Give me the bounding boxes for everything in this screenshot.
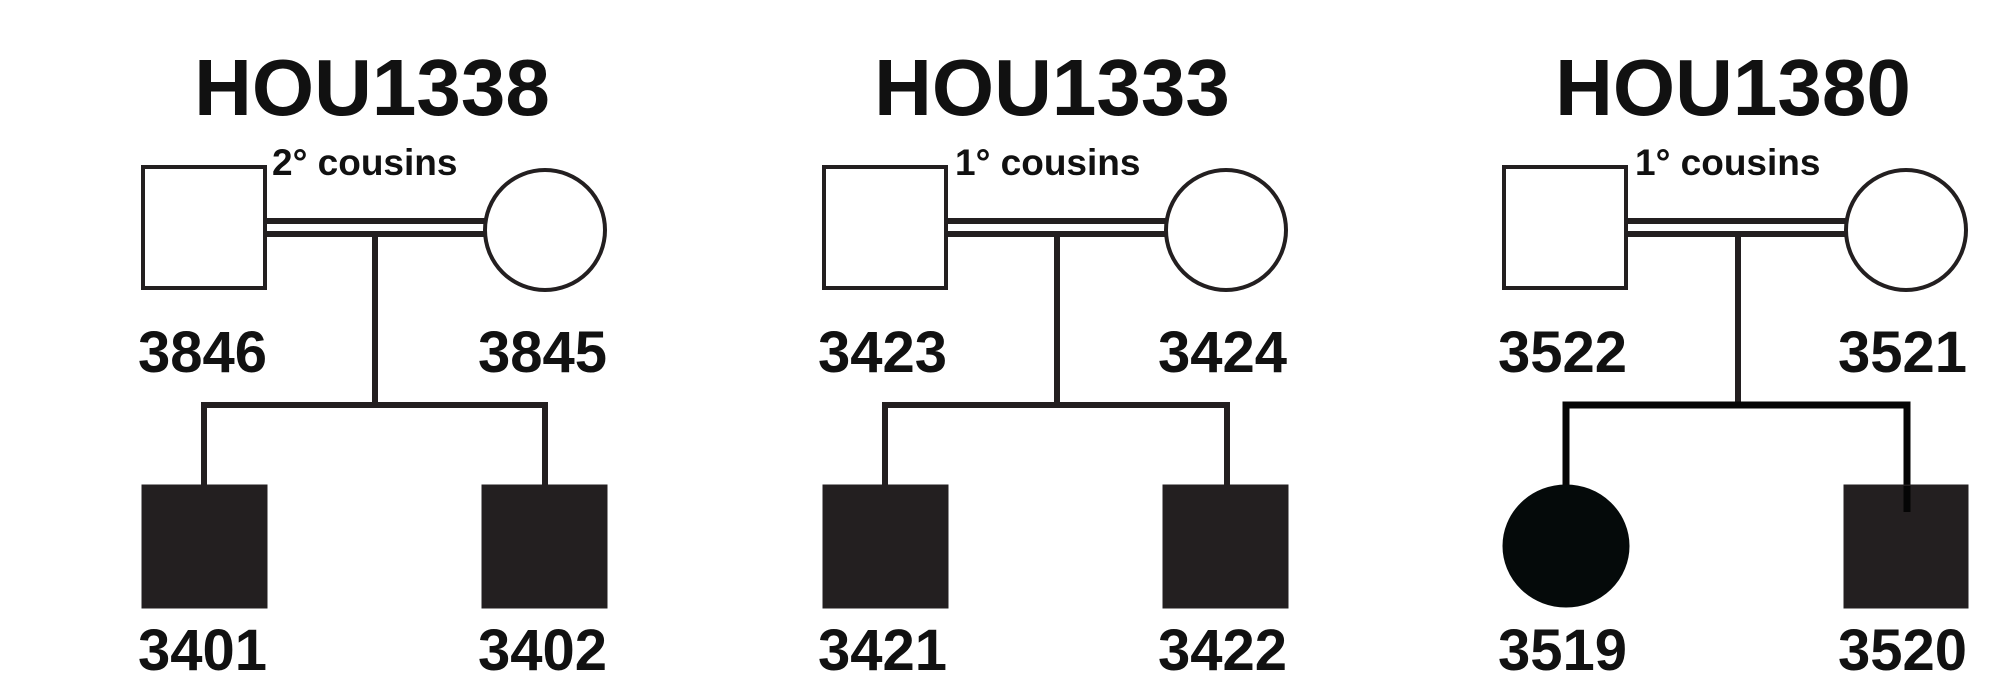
father-unaffected-male (822, 165, 948, 290)
child-affected-female (1502, 484, 1630, 608)
family-hou1333: HOU1333 1° cousins 3423 3424 3421 3422 (818, 43, 1289, 675)
child-affected-male (141, 484, 268, 609)
father-unaffected-male (141, 165, 267, 290)
child-affected-male (481, 484, 608, 609)
child-id: 3519 (1498, 618, 1627, 675)
consanguinity-label: 1° cousins (1635, 142, 1820, 183)
father-id: 3846 (138, 320, 267, 385)
family-title: HOU1333 (874, 43, 1230, 132)
child-id: 3402 (478, 618, 607, 675)
family-title: HOU1380 (1555, 43, 1911, 132)
mother-unaffected-female (483, 168, 607, 292)
father-id: 3423 (818, 320, 947, 385)
father-id: 3522 (1498, 320, 1627, 385)
mother-id: 3521 (1838, 320, 1967, 385)
sibship-line (201, 402, 548, 488)
child-id: 3520 (1838, 618, 1967, 675)
family-title: HOU1338 (194, 43, 550, 132)
sibship-line (1562, 401, 1911, 512)
mother-id: 3424 (1158, 320, 1287, 385)
family-hou1380: HOU1380 1° cousins 3522 3521 3519 3520 (1498, 43, 1969, 675)
child-id: 3422 (1158, 618, 1287, 675)
sibship-line (882, 402, 1230, 488)
child-id: 3401 (138, 618, 267, 675)
mother-unaffected-female (1844, 168, 1968, 292)
child-id: 3421 (818, 618, 947, 675)
consanguinity-label: 2° cousins (272, 142, 457, 183)
father-unaffected-male (1502, 165, 1628, 290)
mother-unaffected-female (1164, 168, 1288, 292)
mother-id: 3845 (478, 320, 607, 385)
child-affected-male (1162, 484, 1289, 609)
child-affected-male (822, 484, 949, 609)
family-hou1338: HOU1338 2° cousins 3846 3845 3401 3402 (138, 43, 608, 675)
consanguinity-label: 1° cousins (955, 142, 1140, 183)
